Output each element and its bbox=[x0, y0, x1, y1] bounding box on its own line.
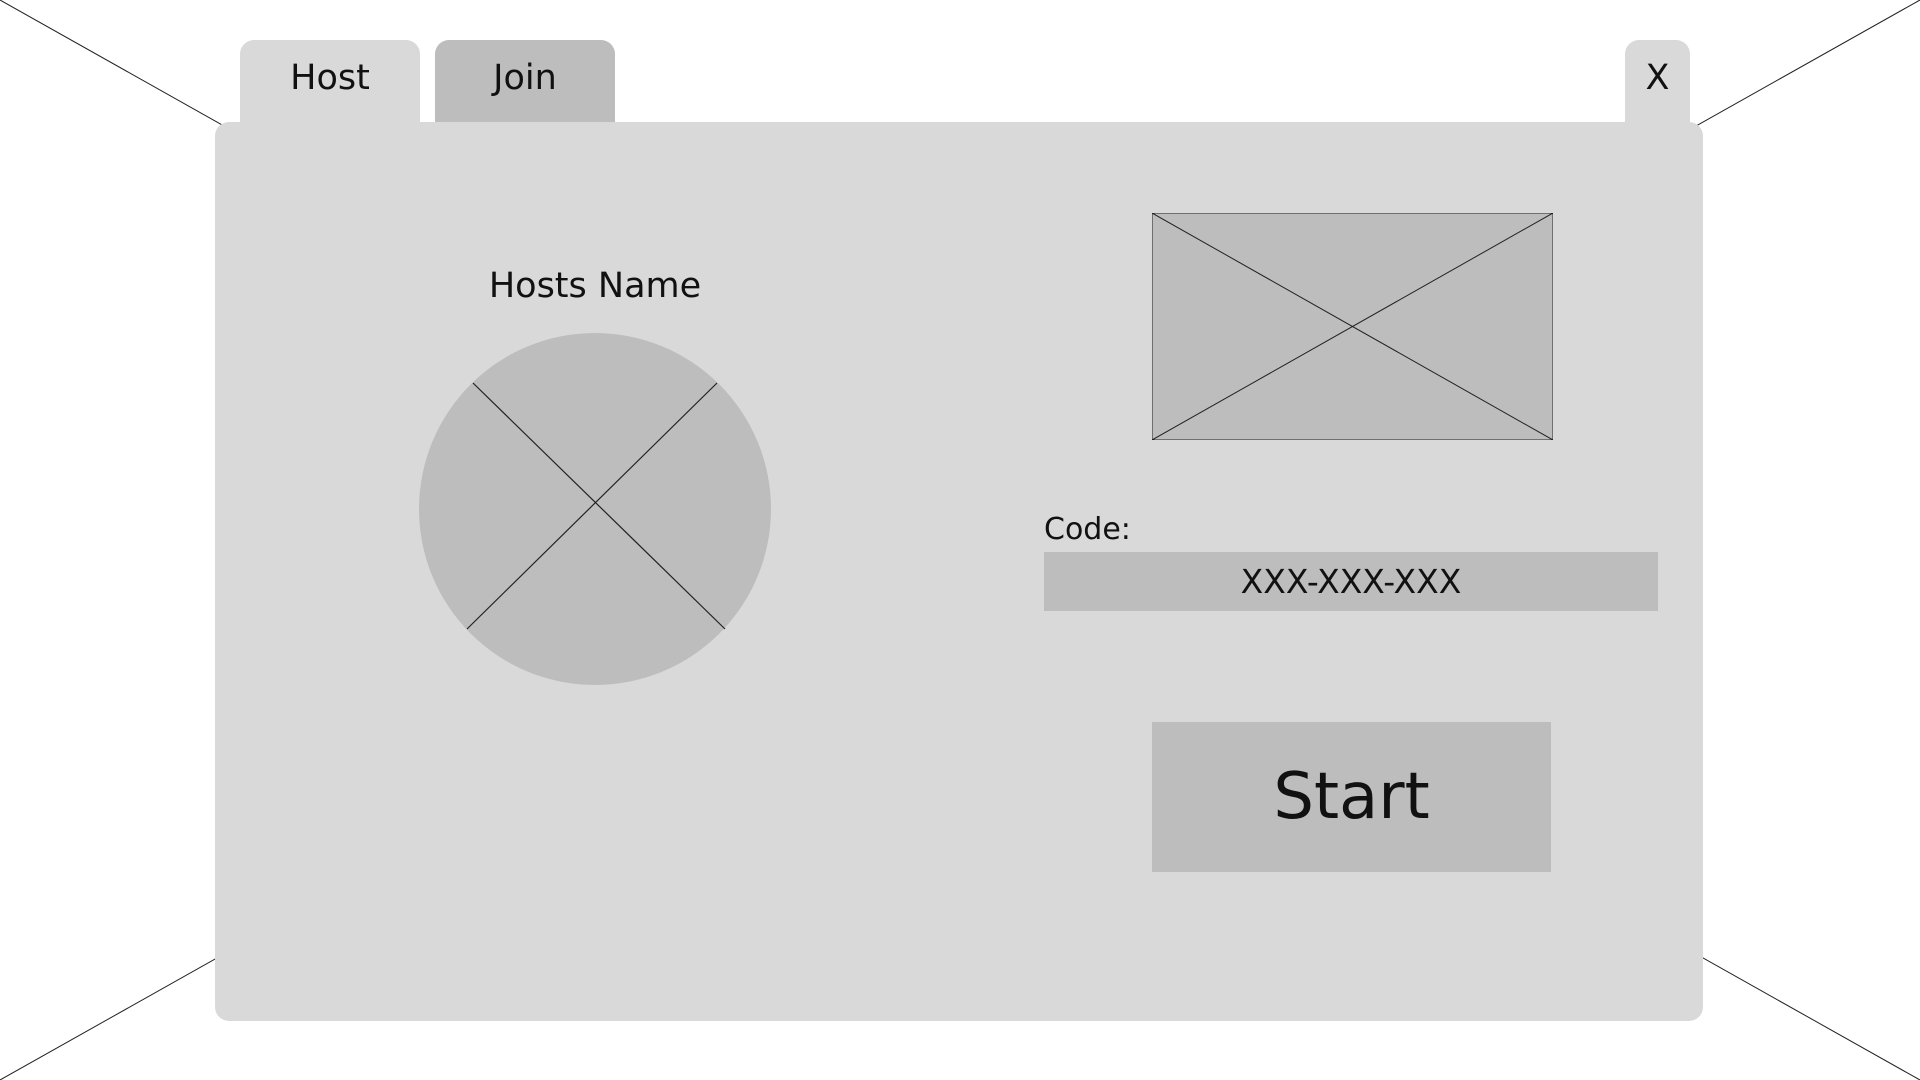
avatar-placeholder-icon bbox=[419, 333, 771, 685]
code-field[interactable]: XXX-XXX-XXX bbox=[1044, 552, 1658, 611]
code-label: Code: bbox=[1044, 512, 1131, 547]
image-placeholder-icon bbox=[1152, 213, 1553, 440]
hosts-name-label: Hosts Name bbox=[488, 266, 702, 306]
close-icon: X bbox=[1645, 58, 1670, 98]
tab-join-label: Join bbox=[493, 58, 557, 98]
tab-join[interactable]: Join bbox=[435, 40, 615, 122]
start-button[interactable]: Start bbox=[1152, 722, 1551, 872]
tab-host-label: Host bbox=[290, 58, 370, 98]
code-value: XXX-XXX-XXX bbox=[1240, 562, 1462, 601]
start-label: Start bbox=[1273, 760, 1430, 834]
